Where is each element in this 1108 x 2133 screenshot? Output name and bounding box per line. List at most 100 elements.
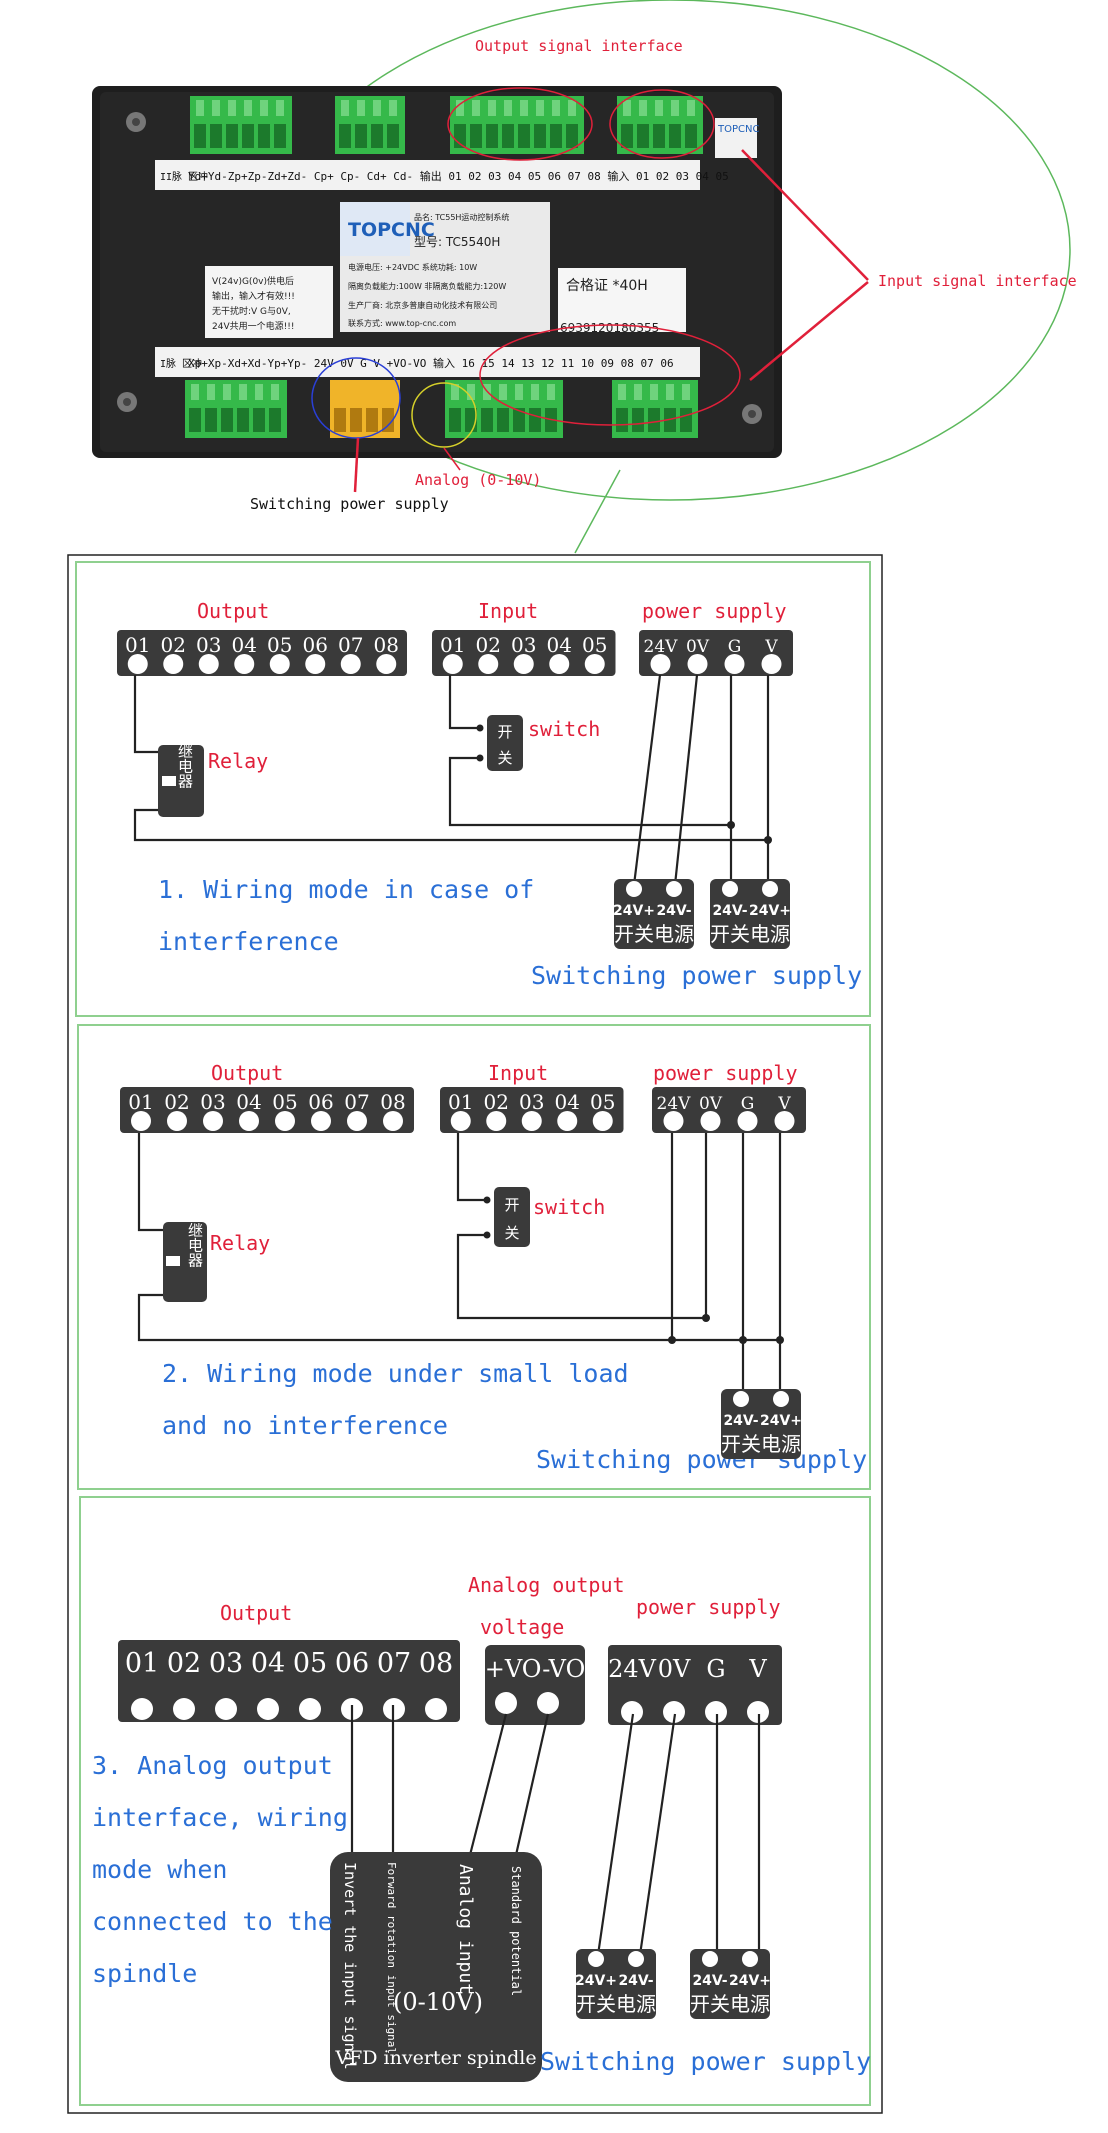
- pin-label: 04: [232, 633, 257, 657]
- psu-pin-label: 24V+: [749, 903, 791, 919]
- pin-hole: [450, 1111, 471, 1131]
- brand-logo: TOPCNC: [348, 219, 435, 241]
- analog-label: Analog (0-10V): [415, 471, 541, 489]
- svg-text:品名: TC55H运动控制系统: 品名: TC55H运动控制系统: [414, 212, 509, 222]
- pin-hole: [588, 1951, 604, 1967]
- switching-power-supply-block: 24V+24V-开关电源: [613, 879, 694, 949]
- caption-line: and no interference: [162, 1411, 448, 1440]
- svg-text:开: 开: [497, 723, 512, 741]
- pin-hole: [650, 654, 671, 674]
- switch-icon: [494, 1187, 530, 1247]
- svg-text:24V共用一个电源!!!: 24V共用一个电源!!!: [212, 320, 294, 332]
- analog-output-title: Analog output: [468, 1573, 625, 1597]
- psu-pin-label: 24V-: [692, 1973, 727, 1989]
- corner-sticker: [715, 118, 757, 158]
- vfd-range-label: (0-10V): [393, 1988, 483, 2016]
- input-signal-terminal: [612, 380, 698, 438]
- pin-hole: [521, 1111, 542, 1131]
- psu-pin-label: 24V-: [618, 1973, 653, 1989]
- pin-label: 07: [344, 1090, 369, 1114]
- pin-label: 04: [236, 1090, 261, 1114]
- svg-text:继电器: 继电器: [176, 744, 194, 789]
- vfd-standard-label: Standard potential: [509, 1866, 523, 1996]
- pin-hole: [700, 1111, 721, 1131]
- bottom-label-row: Xp+Xp-Xd+Xd-Yp+Yp- 24V 0V G V +VO-VO 输入 …: [188, 356, 674, 370]
- relay-icon: [158, 745, 204, 817]
- pin-label: 04: [547, 633, 572, 657]
- pin-label: 02: [484, 1090, 509, 1114]
- svg-text:TOPCNC: TOPCNC: [717, 124, 759, 135]
- pin-label: V: [764, 637, 778, 657]
- psu-pin-label: 24V+: [729, 1973, 771, 1989]
- psu-chinese-label: 开关电源: [614, 922, 694, 946]
- diagram-frame: [67, 554, 883, 2114]
- pin-hole: [163, 654, 184, 674]
- psu-chinese-label: 开关电源: [576, 1992, 656, 2016]
- pin-hole: [347, 1111, 367, 1131]
- pin-hole: [239, 1111, 259, 1131]
- pin-label: 06: [303, 633, 328, 657]
- pin-label: 07: [338, 633, 363, 657]
- pin-label: G: [728, 637, 742, 657]
- pin-label: 05: [272, 1090, 297, 1114]
- output-title: Output: [211, 1061, 283, 1085]
- relay-label: Relay: [210, 1231, 270, 1255]
- pin-label: 03: [200, 1090, 225, 1114]
- pin-hole: [663, 1111, 684, 1131]
- pin-hole: [198, 654, 219, 674]
- certificate-title: 合格证 *40H: [566, 278, 648, 294]
- pin-label: 03: [511, 633, 536, 657]
- pin-hole: [702, 1951, 718, 1967]
- caption-line: connected to the: [92, 1907, 333, 1936]
- caption-line: 3. Analog output: [92, 1751, 333, 1780]
- analog-pins-label: +VO-VO: [485, 1655, 586, 1683]
- top-label-row: Yd+Yd-Zp+Zp-Zd+Zd- Cp+ Cp- Cd+ Cd- 输出 01…: [188, 169, 729, 183]
- output-title: Output: [197, 599, 269, 623]
- pin-hole: [705, 1701, 727, 1723]
- relay-label: Relay: [208, 749, 268, 773]
- caption-line: interface, wiring: [92, 1803, 348, 1832]
- svg-text:V(24v)G(0v)供电后: V(24v)G(0v)供电后: [212, 275, 294, 287]
- psu-pin-label: 24V+: [760, 1413, 802, 1429]
- pin-hole: [663, 1701, 685, 1723]
- pin-hole: [687, 654, 708, 674]
- pin-label: 0V: [686, 637, 710, 657]
- switch-label: switch: [528, 717, 600, 741]
- pin-hole: [442, 654, 463, 674]
- model-label: 型号: TC5540H: [414, 235, 500, 249]
- pin-label: 02: [476, 633, 501, 657]
- pin-label: 06: [308, 1090, 333, 1114]
- analog-pin-hole: [537, 1692, 559, 1714]
- pin-hole: [722, 881, 738, 897]
- pin-label: 03: [519, 1090, 544, 1114]
- pin-hole: [747, 1701, 769, 1723]
- bottom-label-strip: [155, 347, 700, 377]
- caption-line: 2. Wiring mode under small load: [162, 1359, 629, 1388]
- pin-label: 04: [251, 1648, 285, 1679]
- pin-hole: [131, 1111, 151, 1131]
- switching-power-supply-block: 24V-24V+开关电源: [690, 1949, 771, 2019]
- pin-label: 05: [293, 1648, 327, 1679]
- vfd-forward-label: Forward rotation input signal: [385, 1862, 398, 2054]
- pin-label: 01: [448, 1090, 473, 1114]
- caption-line: mode when: [92, 1855, 227, 1884]
- switching-power-supply-caption: Switching power supply: [536, 1445, 867, 1474]
- pin-label: 08: [374, 633, 399, 657]
- pin-hole: [275, 1111, 295, 1131]
- pin-hole: [383, 1111, 403, 1131]
- warning-sticker: [205, 266, 333, 338]
- pin-label: 03: [196, 633, 221, 657]
- switching-power-supply-block: 24V-24V+开关电源: [710, 879, 791, 949]
- pin-hole: [762, 881, 778, 897]
- pin-label: 05: [267, 633, 292, 657]
- pin-hole: [774, 1111, 795, 1131]
- svg-text:继电器: 继电器: [186, 1223, 204, 1268]
- vfd-inverter-spindle: [330, 1852, 542, 2082]
- switching-power-supply-caption: Switching power supply: [540, 2047, 871, 2076]
